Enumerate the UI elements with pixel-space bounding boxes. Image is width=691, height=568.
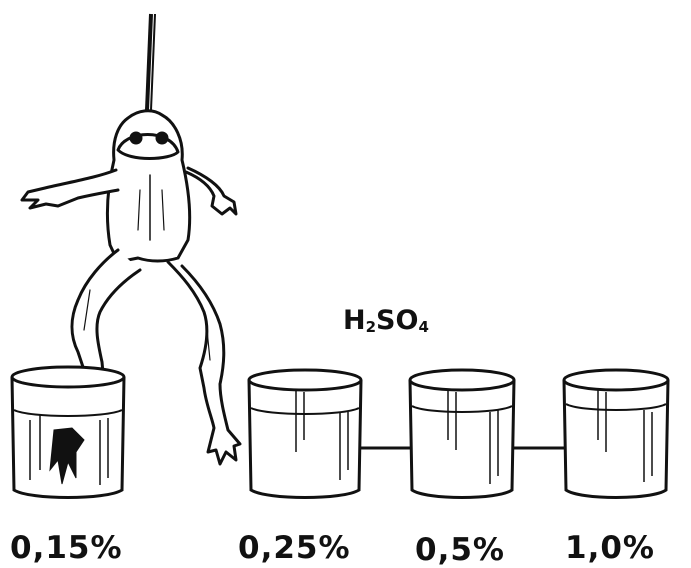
beaker-3 [408,368,516,499]
beaker-4 [562,368,670,499]
beaker-2 [247,368,363,499]
beaker-4-label: 1,0% [565,530,655,566]
suspension-rod [145,13,156,111]
beaker-1-label: 0,15% [10,530,123,566]
reagent-formula: H2SO4 [343,305,429,336]
beaker-1 [10,365,126,499]
beaker-2-label: 0,25% [238,530,351,566]
beaker-3-label: 0,5% [415,532,505,568]
frog-figure [20,109,242,466]
